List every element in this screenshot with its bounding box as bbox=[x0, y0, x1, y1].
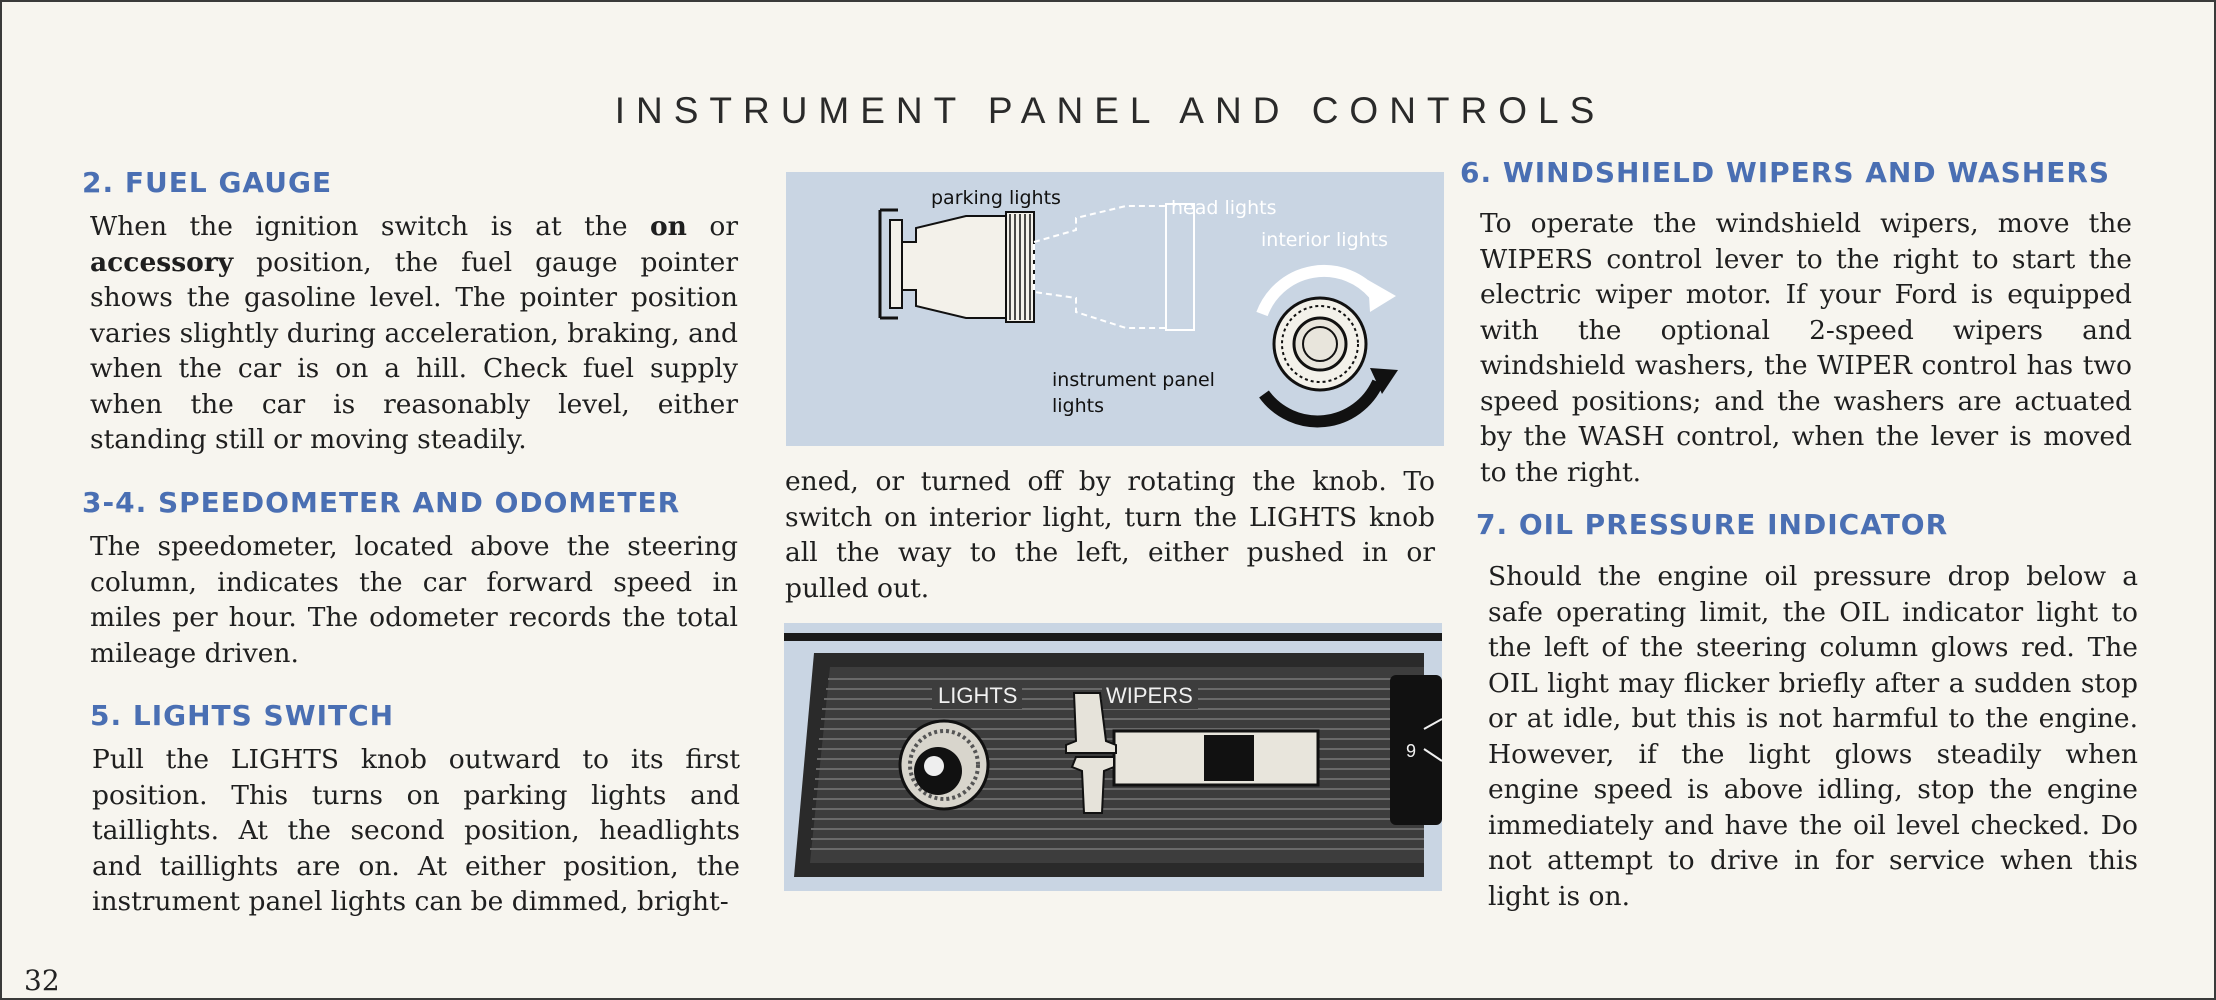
lights-switch-heading: 5. LIGHTS SWITCH bbox=[90, 699, 395, 732]
fuel-gauge-heading: 2. FUEL GAUGE bbox=[82, 166, 333, 199]
label-interior-lights: interior lights bbox=[1261, 229, 1388, 251]
label-head-lights: head lights bbox=[1171, 197, 1276, 219]
fuel-gauge-text: When the ignition switch is at the on or… bbox=[90, 211, 738, 455]
dashboard-controls-diagram: LIGHTS WIPERS 9 bbox=[784, 623, 1442, 891]
label-instrument-panel-lights: lights bbox=[1052, 395, 1104, 417]
windshield-wipers-heading: 6. WINDSHIELD WIPERS AND WASHERS bbox=[1460, 156, 2111, 189]
label-wipers: WIPERS bbox=[1106, 683, 1193, 708]
page-number: 32 bbox=[24, 964, 60, 997]
label-parking-lights: parking lights bbox=[931, 187, 1061, 209]
page-title: INSTRUMENT PANEL AND CONTROLS bbox=[614, 90, 1606, 131]
label-instrument-panel: instrument panel bbox=[1052, 369, 1215, 391]
lights-switch-text: Pull the LIGHTS knob outward to its firs… bbox=[92, 744, 740, 917]
lights-switch-diagram: parking lights head lights interior ligh… bbox=[786, 172, 1444, 446]
oil-pressure-heading: 7. OIL PRESSURE INDICATOR bbox=[1476, 508, 1949, 541]
windshield-wipers-text: To operate the windshield wipers, move t… bbox=[1480, 208, 2132, 488]
label-lights: LIGHTS bbox=[938, 683, 1017, 708]
oil-pressure-text: Should the engine oil pressure drop belo… bbox=[1488, 561, 2138, 912]
speedometer-text: The speedometer, located above the steer… bbox=[90, 531, 738, 669]
gauge-digit: 9 bbox=[1406, 741, 1416, 761]
lights-switch-continued-text: ened, or turned off by rotating the knob… bbox=[785, 466, 1435, 604]
speedometer-heading: 3-4. SPEEDOMETER AND ODOMETER bbox=[82, 486, 681, 519]
